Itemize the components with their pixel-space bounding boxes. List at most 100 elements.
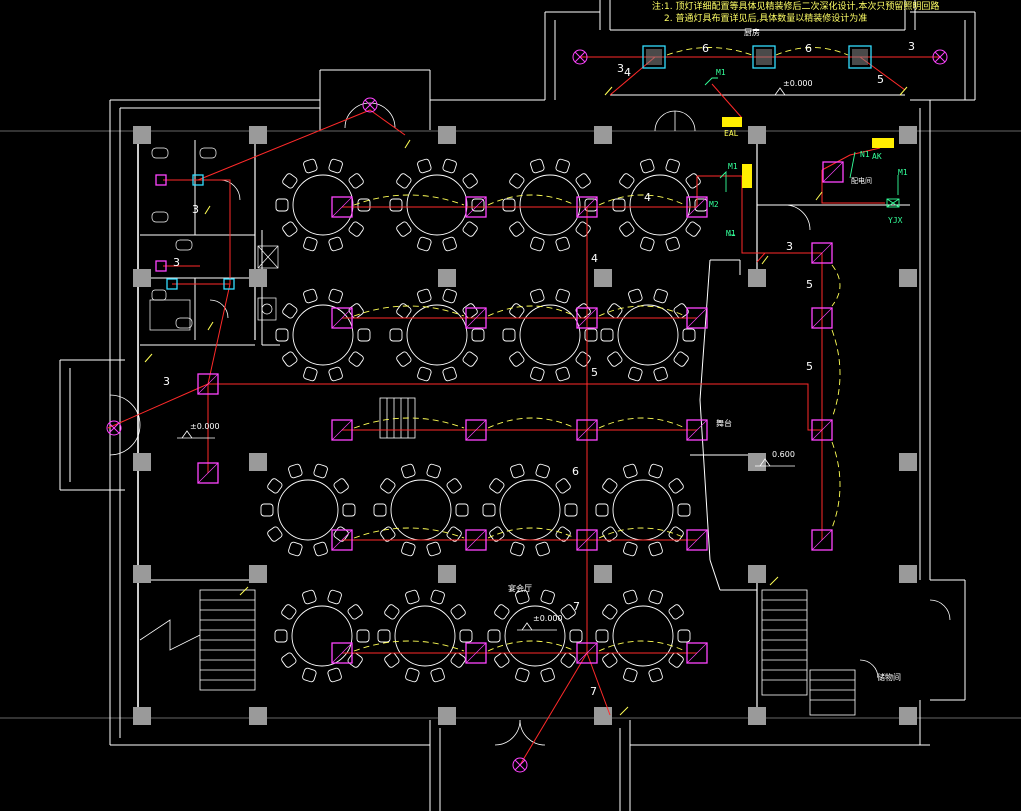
chair [494,604,510,620]
chair [677,629,691,643]
light-fixture [686,529,708,551]
column [748,126,766,144]
chair [357,198,371,212]
circuit-number: 5 [806,278,813,291]
round-table [595,589,691,683]
chair [509,303,525,319]
routing-arc [487,194,576,206]
chair [668,652,684,668]
routing-arc [598,305,686,317]
light-fixture [576,642,598,664]
column [133,269,151,287]
chair [282,173,298,189]
column [899,707,917,725]
chair [648,463,663,479]
circuit-number: 4 [591,252,598,265]
light-fixture [576,419,598,441]
chair [396,173,412,189]
routing-arc [666,47,753,56]
chair [313,541,328,557]
chair [619,221,635,237]
circuit-number: 5 [806,360,813,373]
switch-marks [704,77,900,236]
chair [288,541,303,557]
chair [446,478,462,494]
chair [446,526,462,542]
chair [668,478,684,494]
stairs-left [139,589,256,691]
chair [487,629,501,643]
light-fixture [811,307,833,329]
chair [564,503,578,517]
chair [668,604,684,620]
chair [560,652,576,668]
panel-ak[interactable] [872,138,894,148]
column [438,565,456,583]
circuit-number: 5 [877,73,884,86]
chair [357,328,371,342]
light-fixture [331,307,353,329]
chair [569,629,583,643]
chair [267,526,283,542]
routing-arc [598,527,686,539]
chair [380,526,396,542]
chair [482,503,496,517]
light-fixture [686,419,708,441]
banquet-tables [260,158,708,683]
column [133,565,151,583]
routing-arc [487,640,576,652]
panel-tag-yjx: YJX [888,216,903,225]
chair [653,366,668,382]
chair [510,541,525,557]
chair [442,236,457,252]
chair [282,303,298,319]
routing-arc [353,640,465,652]
chair [595,503,609,517]
chair [384,652,400,668]
chair [347,652,363,668]
chair [510,463,525,479]
chair [530,288,545,304]
panel-tag-m1: M1 [898,168,908,177]
column [133,126,151,144]
chair [653,288,668,304]
chair [380,478,396,494]
light-fixture [576,529,598,551]
light-fixture [331,529,353,551]
chair [442,158,457,174]
elevation-stage: 0.600 [772,450,795,459]
routing-arc [487,417,576,429]
chair [384,604,400,620]
circuit-number: 6 [805,42,812,55]
chair [313,463,328,479]
routing-arc [775,47,849,56]
chair [619,173,635,189]
light-fixtures [155,161,844,664]
column [249,126,267,144]
chair [668,526,684,542]
panel-eal[interactable] [722,117,742,127]
chair [450,652,466,668]
chair [540,589,555,605]
chair [623,463,638,479]
chair [623,667,638,683]
round-table [502,288,598,382]
chair [348,303,364,319]
room-label-distribution: 配电间 [851,177,872,185]
panel-tag-ak: AK [872,152,882,161]
chair [348,221,364,237]
chair [462,351,478,367]
light-fixture [197,462,219,484]
chair [417,158,432,174]
round-table [274,589,370,683]
chair [274,629,288,643]
column [748,565,766,583]
panel-m1[interactable] [742,164,752,188]
circuit-number: 5 [591,366,598,379]
column [249,565,267,583]
light-fixture [465,419,487,441]
chair [426,541,441,557]
chair [471,328,485,342]
chair [575,173,591,189]
chair [685,173,701,189]
